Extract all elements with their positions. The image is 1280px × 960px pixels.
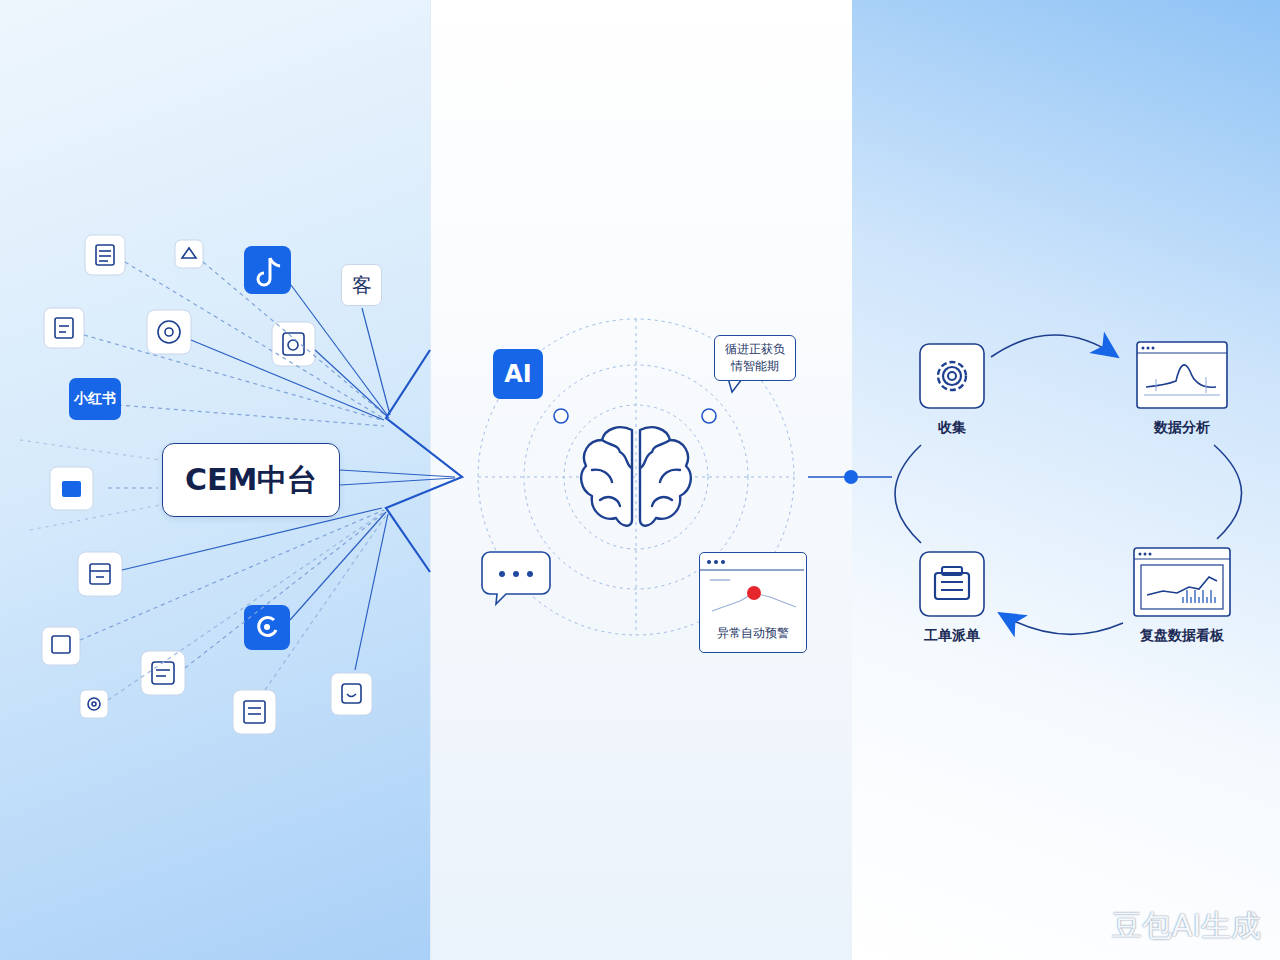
step-icon [1136,341,1228,409]
node-text: 客 [352,272,372,299]
alert-window: 异常自动预警 [699,552,807,653]
link-line [808,470,892,484]
step-label: 工单派单 [919,627,985,645]
arrow-chevron [386,350,462,572]
cycle-arrow [991,335,1118,357]
node-text: 小红书 [74,390,116,408]
cycle-step: 工单派单 [919,551,985,645]
cycle-step: 数据分析 [1136,341,1228,437]
brain-icon [581,427,691,526]
alert-chart [700,553,804,619]
node-text: 循进正获负 情智能期 [723,341,787,375]
ai-badge: AI [493,349,543,399]
app-icon: 小红书 [69,378,121,420]
left-icons [42,235,372,734]
step-icon [1133,547,1231,617]
step-label: 数据分析 [1136,419,1228,437]
radar-dots [554,409,716,423]
cycle-step: 复盘数据看板 [1133,547,1231,645]
converging-lines [20,262,455,700]
node-text: 异常自动预警 [700,619,806,650]
node-text: CEM中台 [185,460,317,501]
cycle-arrow [999,613,1123,634]
step-icon [919,343,985,409]
step-label: 收集 [919,419,985,437]
chat-bubble [482,552,550,604]
cycle-arrow [1214,445,1242,539]
cycle-step: 收集 [919,343,985,437]
speech-bubble: 循进正获负 情智能期 [714,335,796,381]
step-icon [919,551,985,617]
node-text: AI [504,360,532,388]
right-panel [852,0,1280,960]
step-label: 复盘数据看板 [1133,627,1231,645]
cycle-arrow [895,445,921,543]
hub-box: CEM中台 [162,443,340,517]
watermark: 豆包AI生成 [1112,906,1261,947]
app-icon: 客 [341,264,382,306]
